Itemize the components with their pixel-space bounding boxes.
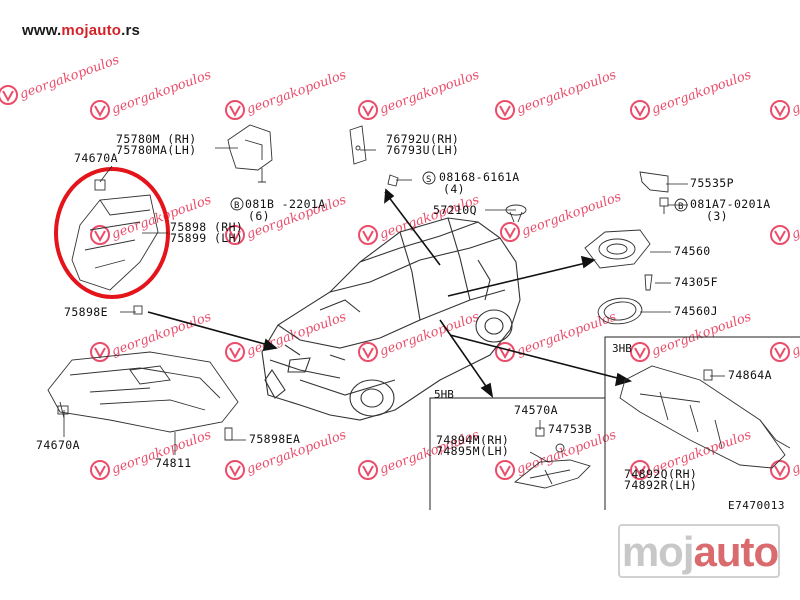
part-76792-plate — [349, 125, 399, 187]
mojauto-logo: mojauto — [621, 528, 779, 575]
part-57210q-clip — [505, 204, 527, 223]
label-74560j: 74560J — [674, 304, 718, 318]
label-74560: 74560 — [674, 244, 711, 258]
label-74894m: 74894M(RH) 74895M(LH) — [436, 433, 510, 458]
leader-lines — [147, 188, 633, 398]
circle-s-label: S — [426, 175, 431, 185]
part-75535p-bracket — [639, 171, 669, 214]
section-3hb-label: 3HB — [612, 342, 632, 355]
label-74811: 74811 — [155, 456, 192, 470]
label-75535p: 75535P — [690, 176, 734, 190]
circle-b2-label: B — [678, 202, 683, 212]
label-74892q: 74892Q(RH) 74892R(LH) — [624, 467, 698, 492]
label-08168-qty: (4) — [443, 182, 465, 196]
label-74305f: 74305F — [674, 275, 718, 289]
label-081a7-qty: (3) — [706, 209, 728, 223]
diagram-code: E7470013 — [728, 499, 785, 512]
label-75898: 75898 (RH) 75899 (LH) — [170, 220, 244, 245]
part-74892q-side-cover — [619, 365, 791, 469]
part-leaders — [63, 147, 725, 463]
label-08168: 08168-6161A — [439, 170, 520, 184]
label-74570a: 74570A — [514, 403, 558, 417]
part-74560-splash-cover — [584, 229, 653, 325]
part-74894m-fender-cover — [513, 427, 591, 489]
label-74753b: 74753B — [548, 422, 592, 436]
label-74864a: 74864A — [728, 368, 772, 382]
label-081b-qty: (6) — [248, 209, 270, 223]
circle-b-label: B — [234, 201, 239, 211]
car-outline — [261, 217, 521, 421]
circled-markers — [230, 171, 688, 212]
part-75780-bracket — [227, 124, 273, 183]
section-frames — [429, 336, 800, 510]
label-75898e: 75898E — [64, 305, 108, 319]
label-081b: 081B -2201A — [245, 197, 326, 211]
part-75898-side-cover — [71, 179, 159, 291]
label-081a7: 081A7-0201A — [690, 197, 771, 211]
label-57210q: 57210Q — [433, 203, 477, 217]
label-74670a-bottom: 74670A — [36, 438, 80, 452]
watermark-layer — [0, 51, 800, 480]
section-5hb-label: 5HB — [434, 388, 454, 401]
label-76792: 76792U(RH) 76793U(LH) — [386, 132, 460, 157]
site-url[interactable]: www.mojauto.rs — [22, 22, 141, 39]
part-74811-undercover — [47, 305, 239, 441]
label-75780: 75780M (RH) 75780MA(LH) — [116, 132, 197, 157]
label-74670a-top: 74670A — [74, 151, 118, 165]
logo-frame — [618, 524, 780, 578]
label-75898ea: 75898EA — [249, 432, 301, 446]
